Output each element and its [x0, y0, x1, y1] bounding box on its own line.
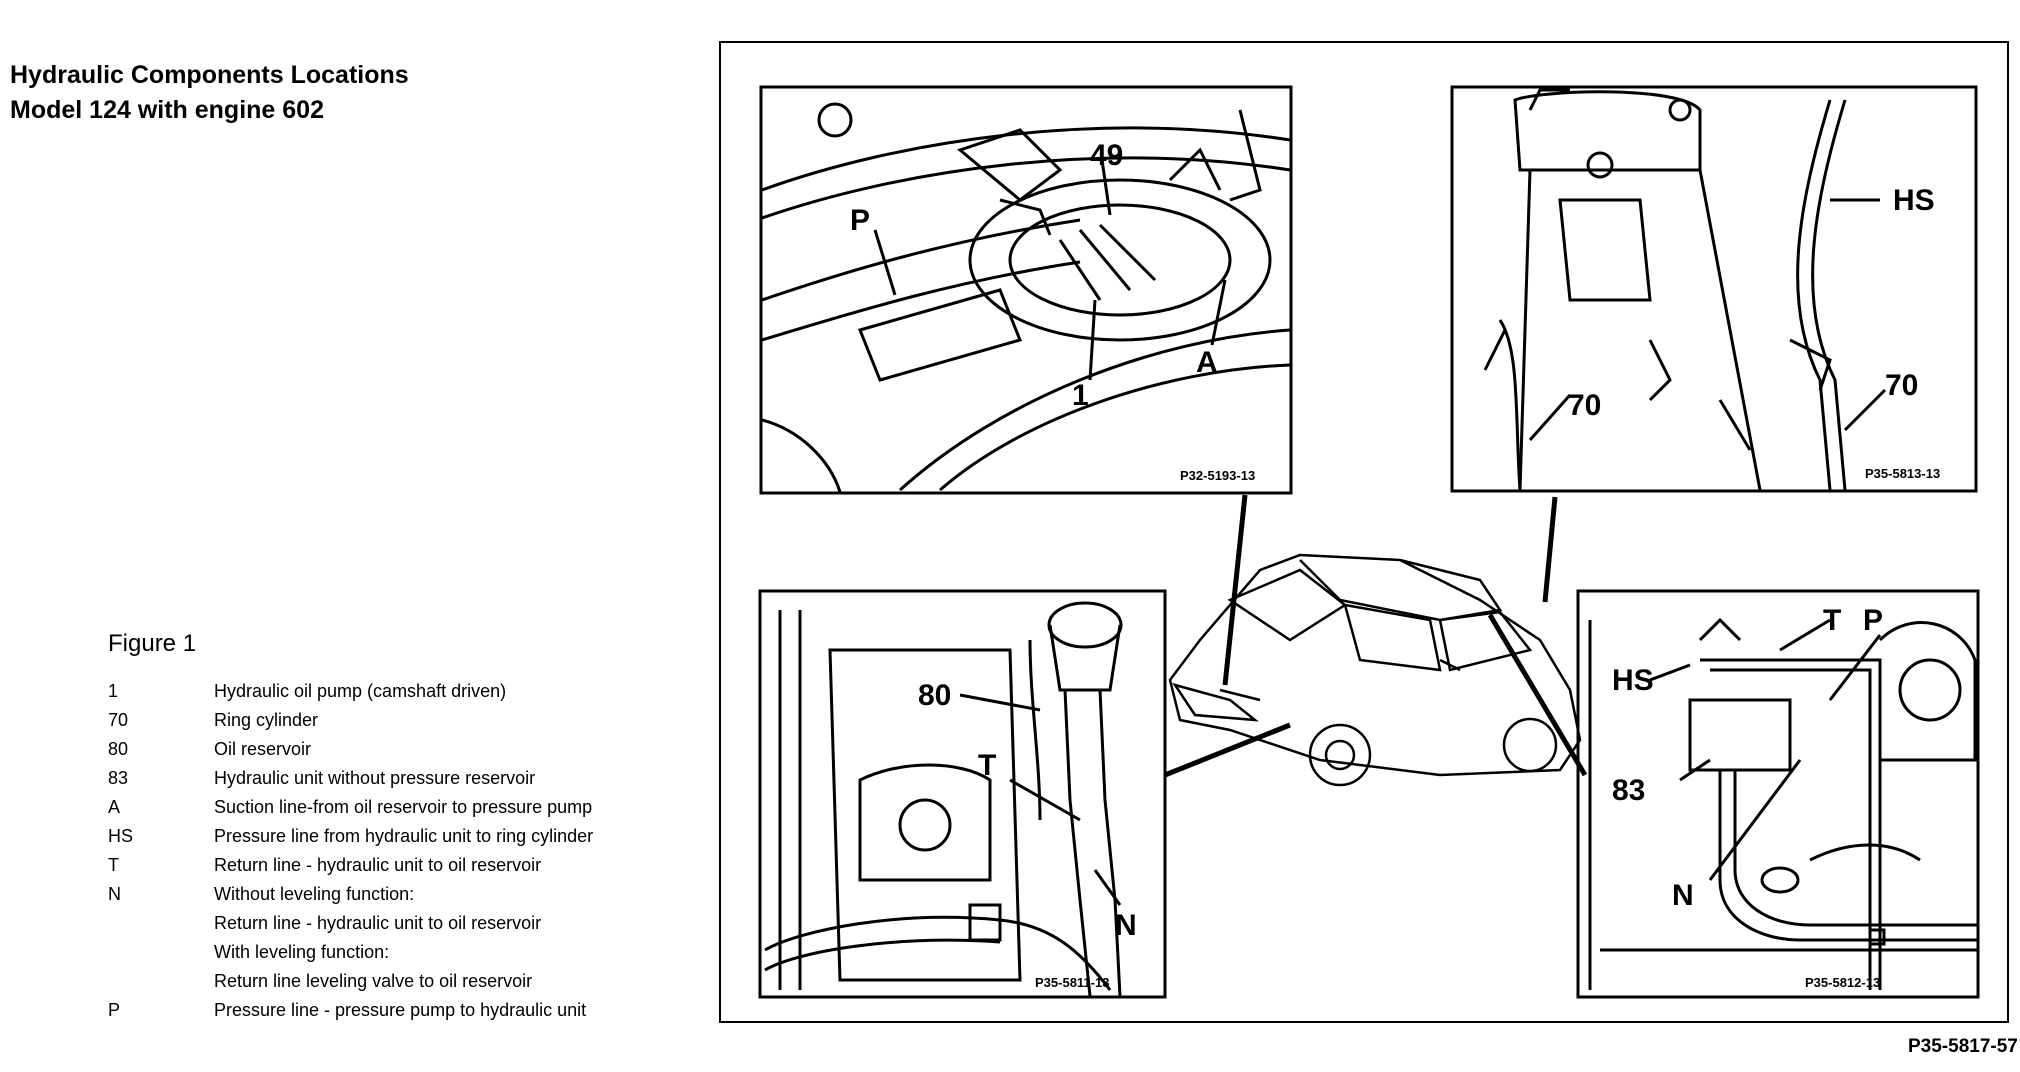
legend-row: 80 Oil reservoir: [108, 735, 593, 764]
leader-lines: [959, 693, 1122, 906]
title-line-1: Hydraulic Components Locations: [10, 61, 409, 89]
hydraulic-unit-illustration: [1588, 617, 1978, 990]
legend-row: Return line leveling valve to oil reserv…: [108, 967, 593, 996]
label-T: T: [1823, 604, 1841, 637]
page-title: Hydraulic Components Locations Model 124…: [10, 58, 409, 128]
legend-row: A Suction line-from oil reservoir to pres…: [108, 793, 593, 822]
legend-text: Hydraulic unit without pressure reservoi…: [214, 768, 536, 788]
engine-illustration: [761, 102, 1291, 493]
label-T: T: [978, 749, 996, 782]
legend-key: 80: [108, 739, 129, 759]
label-HS: HS: [1893, 184, 1935, 217]
leader-lines: [873, 159, 1227, 381]
wheelhouse-illustration: [1483, 88, 1847, 491]
figure-id: P35-5817-57: [1908, 1036, 2018, 1057]
label-A: A: [1196, 346, 1218, 379]
legend-text: With leveling function:: [214, 942, 390, 962]
legend-row: N Without leveling function:: [108, 880, 593, 909]
legend-key: 70: [108, 710, 129, 730]
panel-id: P32-5193-13: [1180, 468, 1255, 483]
label-80: 80: [918, 679, 951, 712]
panel-border: [1450, 85, 1978, 493]
reservoir-illustration: [764, 601, 1123, 997]
legend-key: HS: [108, 826, 134, 846]
legend-row: With leveling function:: [108, 938, 593, 967]
label-N: N: [1672, 879, 1694, 912]
legend-text: Without leveling function:: [214, 884, 415, 904]
label-49: 49: [1090, 139, 1123, 172]
legend-key: P: [108, 1000, 121, 1020]
legend-text: Pressure line - pressure pump to hydraul…: [214, 1000, 587, 1020]
legend-row: 1 Hydraulic oil pump (camshaft driven): [108, 677, 593, 706]
legend-row: HS Pressure line from hydraulic unit to r…: [108, 822, 593, 851]
panel-id: P35-5811-13: [1035, 975, 1109, 990]
panel-bottom-right: T P HS 83 N P35-5812-13: [1576, 589, 1980, 999]
legend-key: N: [108, 884, 121, 904]
legend-text: Pressure line from hydraulic unit to rin…: [214, 826, 594, 846]
legend-text: Suction line-from oil reservoir to press…: [214, 797, 593, 817]
pointer-lines: [1164, 494, 1588, 778]
label-P: P: [850, 204, 870, 237]
panel-top-left: 49 P 1 A P32-5193-13: [759, 85, 1293, 495]
panel-top-right: HS 70 70 P35-5813-13: [1450, 85, 1978, 493]
legend-row: Return line - hydraulic unit to oil rese…: [108, 909, 593, 938]
leader-lines: [1528, 198, 1887, 441]
legend-text: Hydraulic oil pump (camshaft driven): [214, 681, 507, 701]
figure-caption: Figure 1: [108, 630, 197, 657]
legend-text: Return line leveling valve to oil reserv…: [214, 971, 533, 991]
legend-key: T: [108, 855, 119, 875]
legend-text: Return line - hydraulic unit to oil rese…: [214, 855, 542, 875]
panel-bottom-left: 80 T N P35-5811-13: [758, 589, 1167, 999]
panel-id: P35-5813-13: [1865, 466, 1940, 481]
legend-row: 70 Ring cylinder: [108, 706, 593, 735]
legend: 1 Hydraulic oil pump (camshaft driven) 70…: [108, 677, 593, 1025]
legend-key: 1: [108, 681, 119, 701]
panel-id: P35-5812-13: [1805, 975, 1880, 990]
label-P: P: [1863, 604, 1883, 637]
label-N: N: [1115, 909, 1137, 942]
legend-key: A: [108, 797, 121, 817]
legend-row: P Pressure line - pressure pump to hydrau…: [108, 996, 593, 1025]
leader-lines: [1649, 618, 1882, 881]
legend-text: Return line - hydraulic unit to oil rese…: [214, 913, 542, 933]
car-illustration: [1168, 553, 1582, 787]
legend-row: T Return line - hydraulic unit to oil res…: [108, 851, 593, 880]
legend-text: Ring cylinder: [214, 710, 319, 730]
label-70-left: 70: [1568, 389, 1601, 422]
legend-row: 83 Hydraulic unit without pressure reserv…: [108, 764, 593, 793]
outer-frame: [719, 41, 2009, 1023]
title-line-2: Model 124 with engine 602: [10, 96, 324, 124]
legend-text: Oil reservoir: [214, 739, 312, 759]
legend-key: 83: [108, 768, 129, 788]
label-HS: HS: [1612, 664, 1654, 697]
label-70-right: 70: [1885, 369, 1918, 402]
label-83: 83: [1612, 774, 1645, 807]
label-1: 1: [1072, 379, 1089, 412]
